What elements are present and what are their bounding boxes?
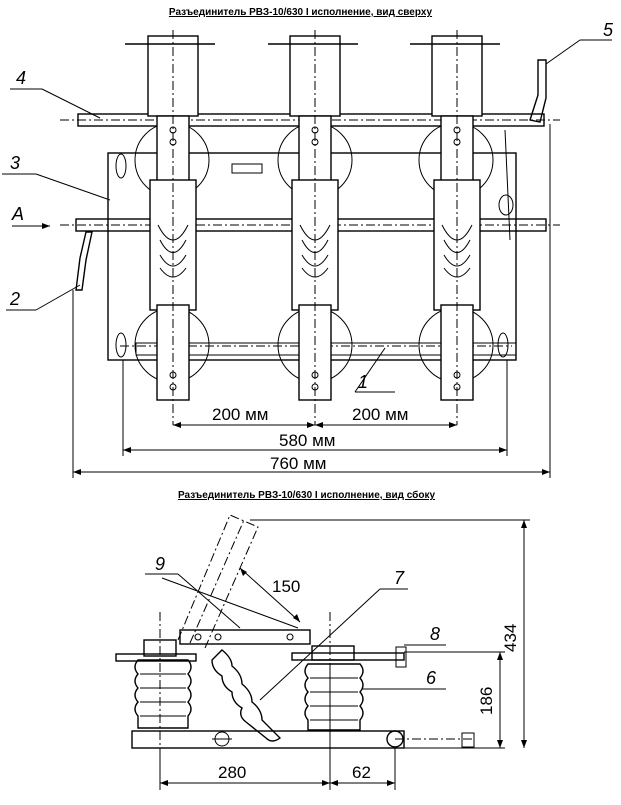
top-view-drawing [60,30,560,425]
side-view-dimensions: 280 62 150 186 434 [160,519,530,786]
callout-a: А [11,204,24,224]
side-view-title: Разъединитель РВЗ-10/630 I исполнение, в… [177,490,436,501]
phase-2 [277,30,353,425]
callout-7: 7 [394,568,405,588]
dim-base-height: 186 [477,687,496,715]
dim-pitch-left: 200 мм [212,405,268,424]
callout-4: 4 [16,68,26,88]
dim-pitch-right: 200 мм [352,405,408,424]
top-view-callouts: 4 3 А 2 5 1 [2,20,614,393]
dim-base-length: 280 [218,763,246,782]
side-view-drawing [115,514,475,790]
callout-5: 5 [603,20,614,40]
dim-frame-width: 580 мм [279,431,335,450]
dim-overall-width: 760 мм [270,454,326,473]
callout-6: 6 [426,668,437,688]
callout-2: 2 [9,289,20,309]
callout-9: 9 [155,554,165,574]
dim-pivot-offset: 62 [352,763,371,782]
top-view-dimensions: 200 мм 200 мм 580 мм 760 мм [72,124,551,478]
dim-total-height: 434 [501,624,520,652]
side-view-callouts: 9 7 8 6 [145,554,446,701]
phase-3 [418,30,494,425]
callout-1: 1 [358,372,368,392]
callout-8: 8 [430,624,440,644]
phase-1 [134,30,210,425]
top-view-title: Разъединитель РВЗ-10/630 I исполнение, в… [168,7,433,18]
dim-blade-offset: 150 [272,577,300,596]
callout-3: 3 [10,153,20,173]
